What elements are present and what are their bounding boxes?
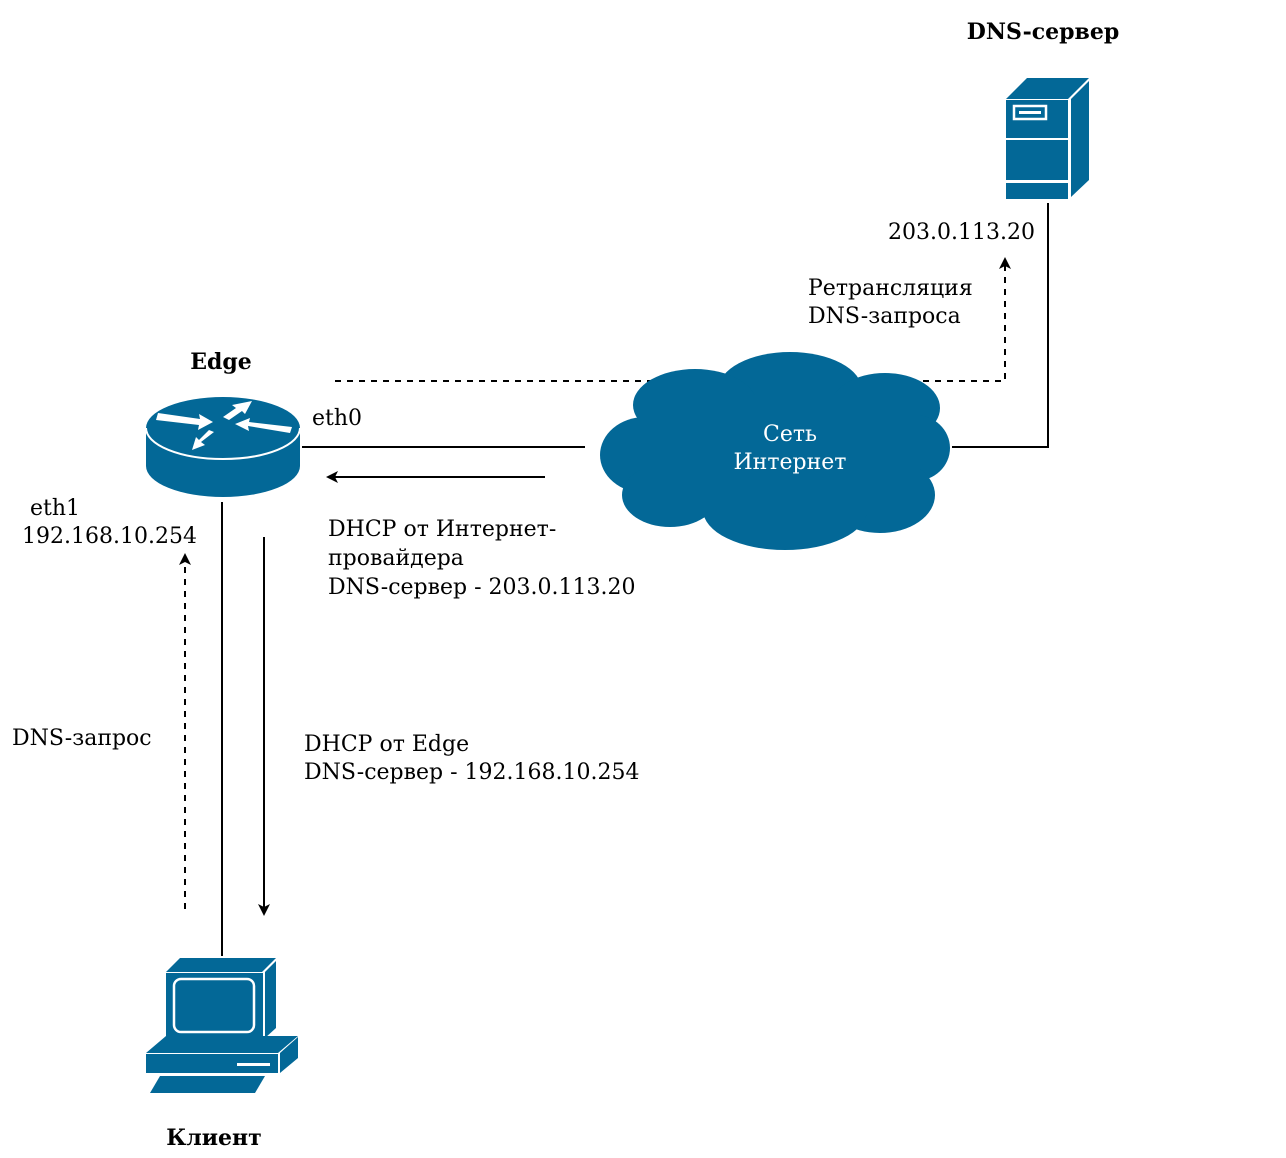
edge-dhcp-line1: DHCP от Edge [304,732,469,757]
isp-dhcp-annotation: DHCP от Интернет- провайдера DNS-сервер … [328,517,635,600]
isp-dhcp-line3: DNS-сервер - 203.0.113.20 [328,575,635,600]
dns-server-ip: 203.0.113.20 [888,220,1035,245]
client-node[interactable]: Клиент [146,958,298,1151]
router-icon [145,397,301,497]
edge-dhcp-annotation: DHCP от Edge DNS-сервер - 192.168.10.254 [304,732,639,785]
eth1-ip: 192.168.10.254 [22,524,197,549]
internet-label-line1: Сеть [763,422,817,447]
internet-label-line2: Интернет [734,450,847,475]
link-internet-dns-server[interactable] [952,203,1049,448]
relay-line1: Ретрансляция [808,276,973,301]
isp-dhcp-line2: провайдера [328,546,464,571]
workstation-icon [146,958,298,1093]
server-icon [1006,78,1089,199]
relay-line2: DNS-запроса [808,304,961,329]
dns-server-title: DNS-сервер [967,19,1119,45]
eth1-label: eth1 [30,496,80,521]
dns-server-node[interactable]: DNS-сервер 203.0.113.20 [888,19,1119,245]
edge-dhcp-line2: DNS-сервер - 192.168.10.254 [304,760,639,785]
relay-annotation: Ретрансляция DNS-запроса [808,276,973,329]
client-title: Клиент [166,1125,262,1151]
eth0-label: eth0 [312,406,362,431]
edge-router-node[interactable]: Edge eth0 eth1 192.168.10.254 [22,349,362,549]
dns-request-annotation: DNS-запрос [12,726,152,751]
internet-cloud-node[interactable]: Сеть Интернет [600,352,950,550]
isp-dhcp-line1: DHCP от Интернет- [328,517,556,542]
edge-title: Edge [190,349,252,375]
cloud-icon [600,352,950,550]
